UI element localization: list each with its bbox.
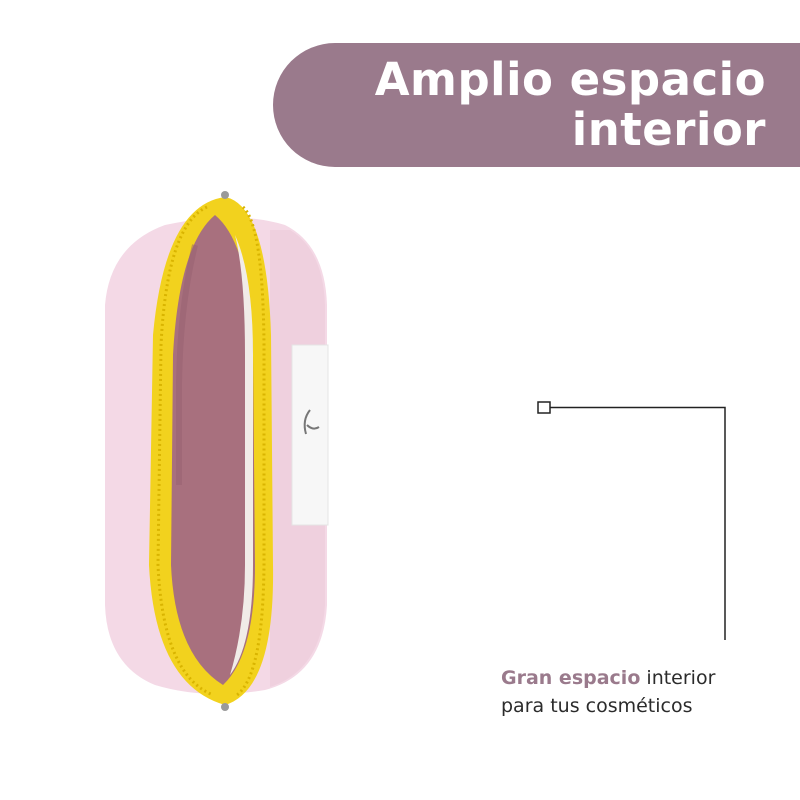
lining-highlight [230, 235, 253, 675]
bag-label-doodle [303, 409, 320, 435]
caption-line2: para tus cosméticos [501, 695, 693, 717]
title-banner: Amplio espacio interior [273, 43, 800, 167]
zipper-teeth-left [156, 205, 214, 697]
banner-title-line1: Amplio espacio [374, 53, 766, 106]
bag-label-patch [291, 344, 329, 526]
zipper-pull-bottom [221, 703, 229, 711]
feature-caption: Gran espacio interior para tus cosmético… [501, 664, 791, 720]
zipper-teeth-right [236, 205, 266, 697]
lining-shadow [176, 244, 198, 485]
banner-title-line2: interior [571, 103, 766, 156]
cosmetic-bag-image [105, 191, 329, 711]
caption-line1-rest: interior [640, 667, 716, 689]
bag-lining [171, 215, 255, 685]
zipper-pull-top [221, 191, 229, 199]
caption-highlight: Gran espacio [501, 667, 641, 689]
callout-marker [537, 401, 551, 414]
callout-path [550, 406, 726, 640]
